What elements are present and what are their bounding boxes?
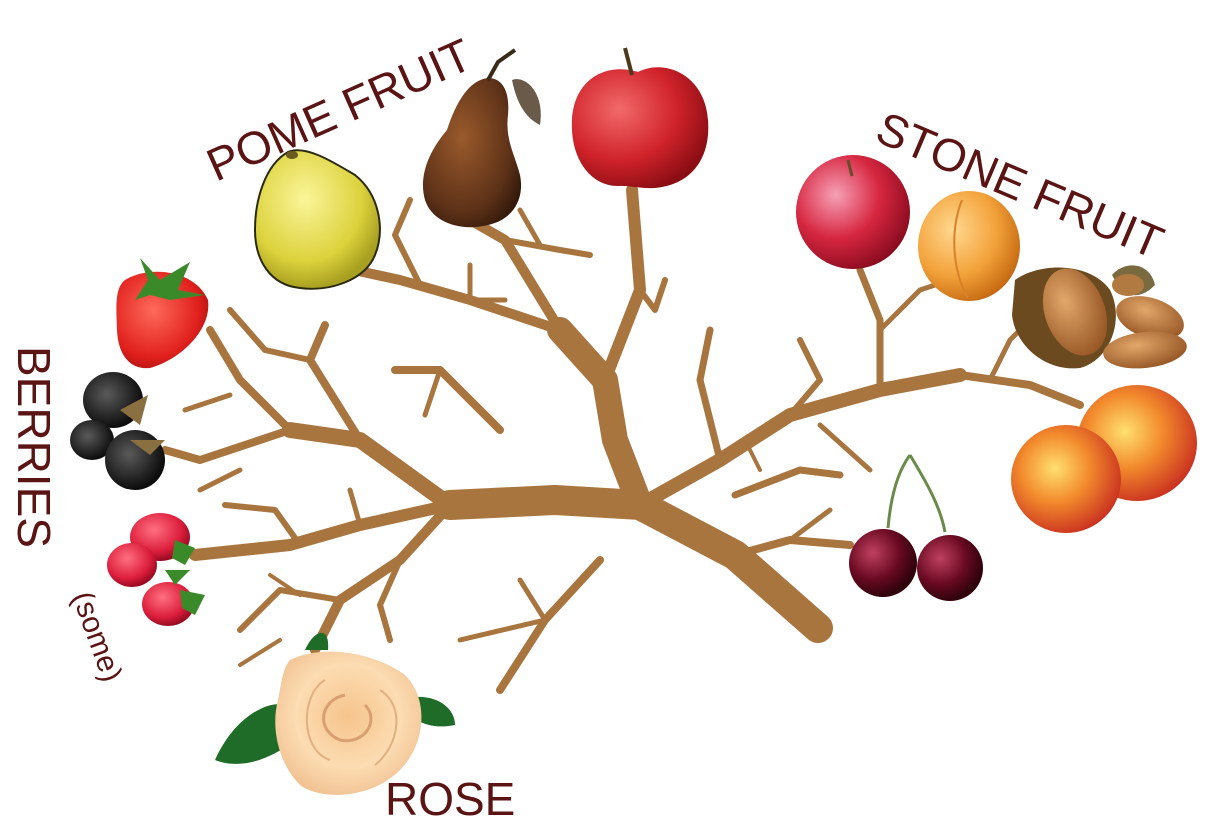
rose-label: ROSE	[385, 773, 515, 825]
berries-label: BERRIES	[8, 346, 60, 548]
peach-nectarine-icon	[1011, 385, 1197, 533]
strawberry-icon	[116, 258, 208, 368]
blackberry-icon	[70, 372, 165, 490]
raspberry-icon	[107, 513, 205, 626]
berries-note-label: (some)	[65, 587, 128, 686]
cherry-icon	[849, 455, 983, 601]
quince-icon	[255, 150, 380, 289]
stone-fruit-label: STONE FRUIT	[869, 101, 1171, 268]
plum-icon	[796, 155, 910, 269]
apple-icon	[572, 48, 708, 188]
almond-icon	[1012, 259, 1189, 372]
apricot-icon	[918, 191, 1020, 301]
